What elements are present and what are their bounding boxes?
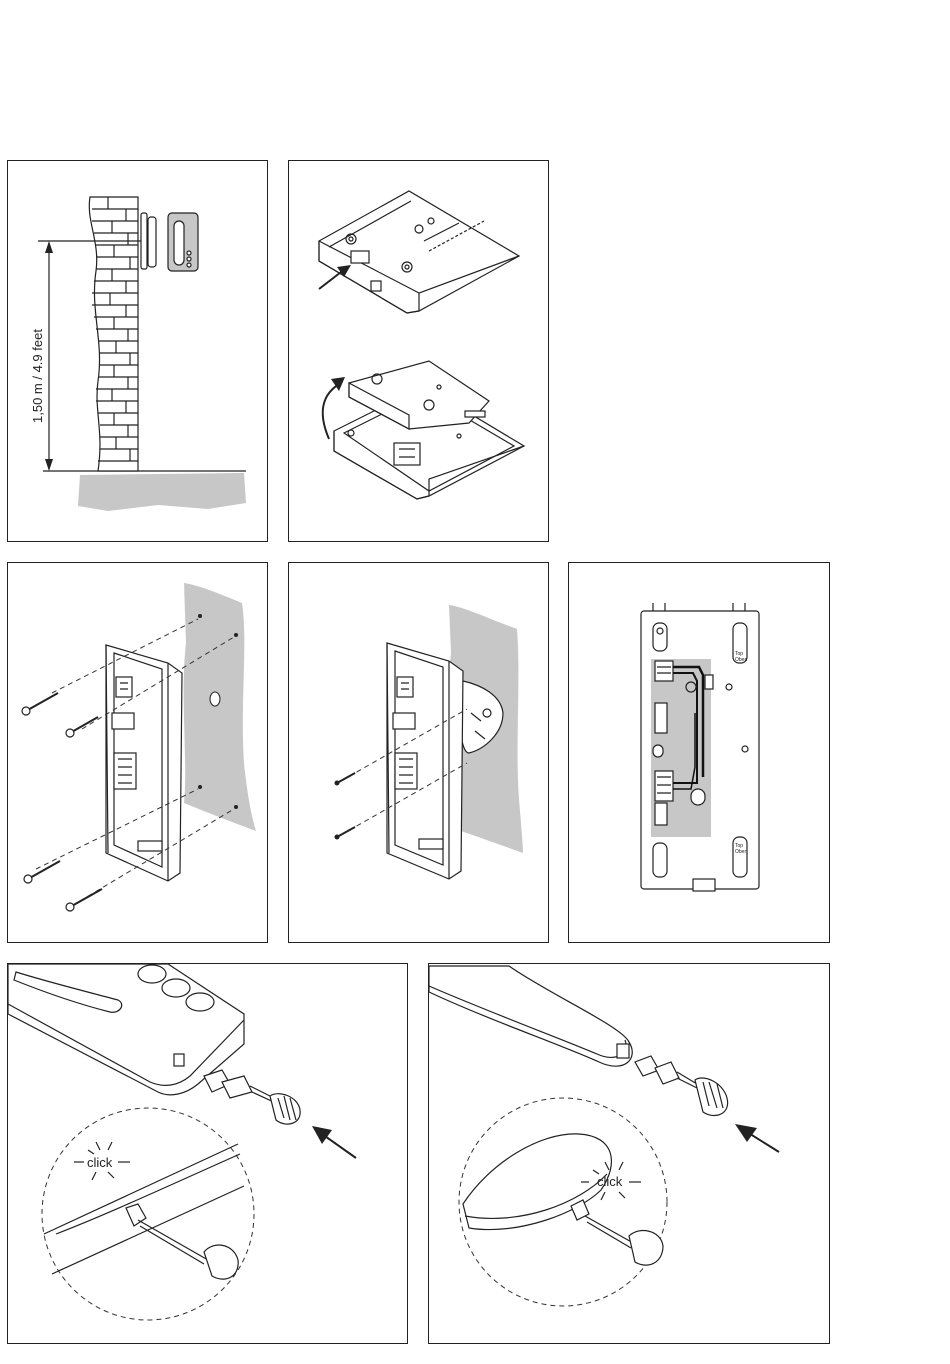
click-label-1: click xyxy=(87,1155,113,1170)
panel-flushbox-mounting xyxy=(288,562,549,943)
screw-icon xyxy=(24,861,60,883)
magnifier-circle xyxy=(42,1108,254,1320)
button-3-icon xyxy=(187,263,191,267)
rj-plug xyxy=(635,1056,659,1076)
button-1-icon xyxy=(138,965,166,983)
handset-body xyxy=(429,966,632,1066)
height-diagram: 1,50 m / 4.9 feet xyxy=(8,161,268,542)
flushbox-mount-diagram xyxy=(289,563,549,943)
clip-slot xyxy=(351,251,369,263)
handset-jack xyxy=(617,1044,629,1058)
terminal-block-3 xyxy=(655,771,673,801)
screw-icon xyxy=(66,717,98,737)
cable-tie xyxy=(705,675,713,689)
panel-connect-handset: click xyxy=(428,963,830,1344)
open-device-diagram xyxy=(289,161,549,542)
terminal-block-2 xyxy=(655,703,667,733)
jack-port xyxy=(174,1054,184,1066)
arrow-down-icon xyxy=(45,459,53,471)
arrow-up-icon xyxy=(45,241,53,253)
bottom-clip xyxy=(693,879,715,891)
coiled-cable xyxy=(695,1078,728,1116)
arrow-insert-icon xyxy=(735,1124,757,1142)
panel-screw-mounting xyxy=(7,562,268,943)
mounting-plate-side xyxy=(148,217,156,267)
screw-icon xyxy=(22,693,58,715)
panel-open-device xyxy=(288,160,549,542)
bottom-clip xyxy=(419,839,443,849)
panel-connect-device: click xyxy=(7,963,408,1344)
click-label-2: click xyxy=(597,1174,623,1189)
bottom-clip xyxy=(138,841,162,851)
latch-block xyxy=(393,713,415,729)
brick-wall xyxy=(89,197,138,471)
button-1-icon xyxy=(187,251,191,255)
base-connector xyxy=(394,443,420,465)
button-3-icon xyxy=(186,993,214,1011)
panel-mounting-height: 1,50 m / 4.9 feet xyxy=(7,160,268,542)
connect-device-diagram: click xyxy=(8,964,408,1344)
button-2-icon xyxy=(187,257,191,261)
handset-end-detail xyxy=(463,1134,611,1230)
height-label: 1,50 m / 4.9 feet xyxy=(30,329,45,423)
screw-icon xyxy=(335,773,356,786)
terminal-block-top xyxy=(116,677,132,697)
cable-detail xyxy=(204,1245,238,1279)
slot-bottom-left xyxy=(653,843,667,877)
slot-top-left xyxy=(653,623,667,651)
cable-detail xyxy=(629,1231,663,1266)
terminal-block-1 xyxy=(655,661,673,681)
screw-icon xyxy=(335,827,356,840)
lid-clip xyxy=(465,411,485,417)
latch-block xyxy=(112,713,134,729)
connector-port xyxy=(371,281,381,291)
ground-shape xyxy=(78,473,246,511)
arrow-insert-icon xyxy=(312,1126,332,1144)
terminal-block-4 xyxy=(655,803,667,825)
screw-icon xyxy=(66,889,102,911)
screw-mount-diagram xyxy=(8,563,268,943)
wall-section xyxy=(184,583,256,831)
handset-slot xyxy=(174,221,184,265)
cable-hole xyxy=(210,692,220,706)
button-2-icon xyxy=(162,979,190,997)
terminal-block-top xyxy=(397,677,413,697)
connect-handset-diagram: click xyxy=(429,964,830,1344)
mounting-plate xyxy=(141,213,147,269)
